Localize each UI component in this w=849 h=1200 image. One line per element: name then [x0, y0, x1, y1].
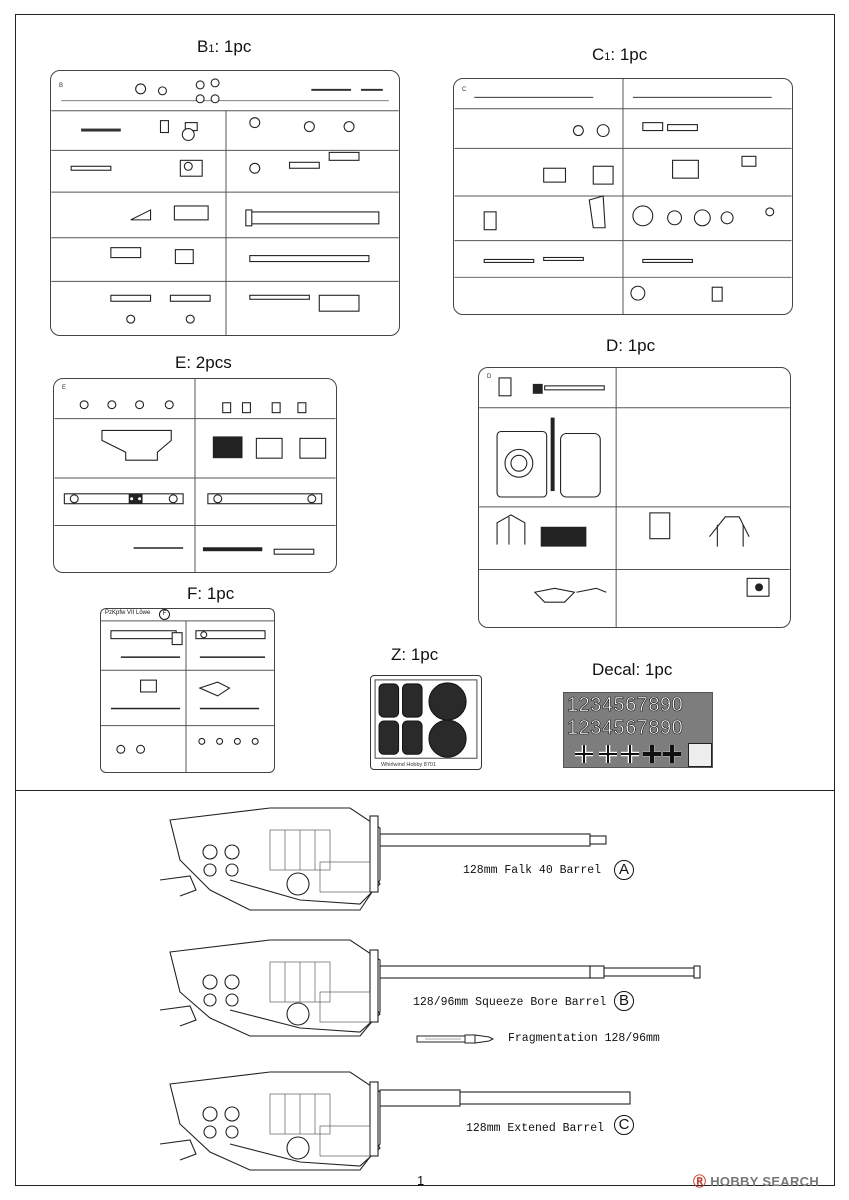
sprue-c1: C — [453, 78, 793, 315]
watermark-mark: Ⓡ — [693, 1174, 707, 1189]
decal-numbers-row1: 1234567890 — [567, 694, 684, 716]
sprue-d-parts — [479, 368, 790, 627]
sprue-e-title: E: 2pcs — [175, 353, 232, 372]
sprue-b1-title: B1: 1pc — [197, 37, 252, 56]
gun-a-drawing — [159, 807, 607, 911]
sprue-e-parts — [54, 379, 336, 572]
sprue-b1: B — [50, 70, 400, 336]
barrel-c-label: 128mm Extened Barrel — [466, 1122, 605, 1135]
sprue-e-tag: E — [62, 385, 67, 391]
barrel-c-badge: C — [614, 1115, 634, 1135]
decal-sheet: 1234567890 1234567890 — [563, 692, 713, 768]
decal-logo — [688, 743, 712, 767]
sprue-c1-parts — [454, 79, 792, 314]
decal-numbers-row2: 1234567890 — [567, 717, 684, 739]
sprue-b1-tag: B — [59, 83, 64, 89]
sprue-z-parts — [374, 679, 478, 759]
decal-title: Decal: 1pc — [592, 660, 673, 679]
sprue-e: E — [53, 378, 337, 573]
watermark-text: HOBBY SEARCH — [710, 1174, 820, 1189]
sprue-f-tag: F — [159, 609, 170, 620]
page-frame — [15, 14, 835, 1186]
decal-crosses — [575, 745, 681, 763]
sprue-c1-tag: C — [462, 87, 467, 93]
barrel-a-label: 128mm Falk 40 Barrel — [463, 864, 602, 877]
gun-b-drawing — [159, 939, 701, 1037]
sprue-c1-title: C1: 1pc — [592, 45, 648, 64]
sprue-z-caption: Whirlwind Hobby 8701 — [381, 762, 437, 768]
watermark: Ⓡ HOBBY SEARCH — [693, 1171, 819, 1190]
sprue-f-header: PzKpfw VII Löwe — [105, 610, 151, 616]
sprue-b1-parts — [51, 78, 399, 335]
gun-c-drawing — [159, 1071, 631, 1171]
sprue-f-title: F: 1pc — [187, 584, 235, 603]
ammo-round-drawing — [416, 1034, 495, 1044]
barrel-b-label: 128/96mm Squeeze Bore Barrel — [413, 996, 607, 1009]
sprue-f-parts — [101, 620, 274, 772]
sprue-d-tag: D — [487, 374, 492, 380]
sprue-f: PzKpfw VII Löwe F — [100, 608, 275, 773]
sprue-z-title: Z: 1pc — [391, 645, 439, 664]
sprue-z: Whirlwind Hobby 8701 — [370, 675, 482, 770]
page-number: 1 — [417, 1173, 425, 1188]
sprue-d-title: D: 1pc — [606, 336, 656, 355]
barrel-a-badge: A — [614, 860, 634, 880]
sprue-d: D — [478, 367, 791, 628]
barrel-b-badge: B — [614, 991, 634, 1011]
ammo-label: Fragmentation 128/96mm — [508, 1032, 660, 1045]
section-divider — [15, 790, 835, 791]
